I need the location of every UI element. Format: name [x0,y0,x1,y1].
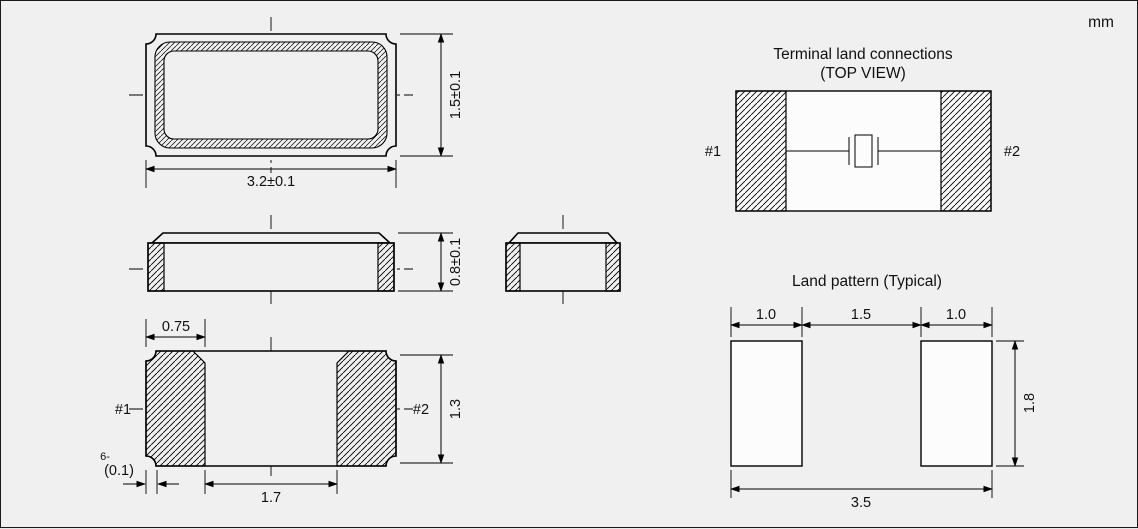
end-view-terminal-left [505,242,521,292]
crystal-element [854,134,873,168]
dim-side-height: 0.8±0.1 [448,238,464,286]
end-view-lid [507,232,619,244]
dim-lp-pad1-width: 1.0 [756,307,776,323]
land-pattern-title: Land pattern (Typical) [792,273,942,290]
dim-pad-width: 0.75 [162,319,190,335]
terminal-land-subtitle: (TOP VIEW) [820,65,906,82]
top-view-seal-ring-inner [163,50,379,140]
bottom-view-pin1-label: #1 [115,402,131,418]
terminal-land-pin1-label: #1 [705,144,721,160]
side-view-terminal-right [377,242,395,292]
top-view: 3.2±0.1 1.5±0.1 [129,17,464,190]
land-pattern: Land pattern (Typical) 1.0 1.5 1.0 1.8 3… [730,273,1038,511]
bottom-view-pin2-label: #2 [413,402,429,418]
bottom-view: #1 #2 0.75 1.3 1.7 6- (0.1) [100,319,464,506]
dim-lp-pad2-width: 1.0 [946,307,966,323]
unit-label: mm [1088,14,1114,31]
side-view-body [147,242,395,292]
dim-lp-total-width: 3.5 [851,495,871,511]
side-view: 0.8±0.1 [129,215,464,307]
land-pattern-pad-1 [730,340,803,467]
dim-corner-count: 6- [100,451,110,463]
end-view-terminal-right [605,242,621,292]
side-view-terminal-left [147,242,165,292]
dim-top-height: 1.5±0.1 [448,71,464,119]
dim-lp-gap: 1.5 [851,307,871,323]
terminal-land-pin2-label: #2 [1004,144,1020,160]
bottom-view-pad-2 [336,350,397,467]
bottom-view-pad-1 [145,350,206,467]
dim-corner-size: (0.1) [104,463,134,479]
crystal-symbol [786,134,941,168]
side-view-lid [149,232,393,244]
dim-lp-pad-height: 1.8 [1022,393,1038,413]
end-view-body [505,242,621,292]
dim-pad-gap: 1.7 [261,490,281,506]
dim-top-width: 3.2±0.1 [247,174,295,190]
terminal-land-pad-1 [735,90,787,212]
land-pattern-pad-2 [920,340,993,467]
terminal-land-title: Terminal land connections [773,46,952,63]
end-view [505,215,621,307]
terminal-land-pad-2 [940,90,992,212]
dim-pad-height: 1.3 [448,399,464,419]
terminal-land-connections: Terminal land connections (TOP VIEW) #1 … [705,46,1020,212]
